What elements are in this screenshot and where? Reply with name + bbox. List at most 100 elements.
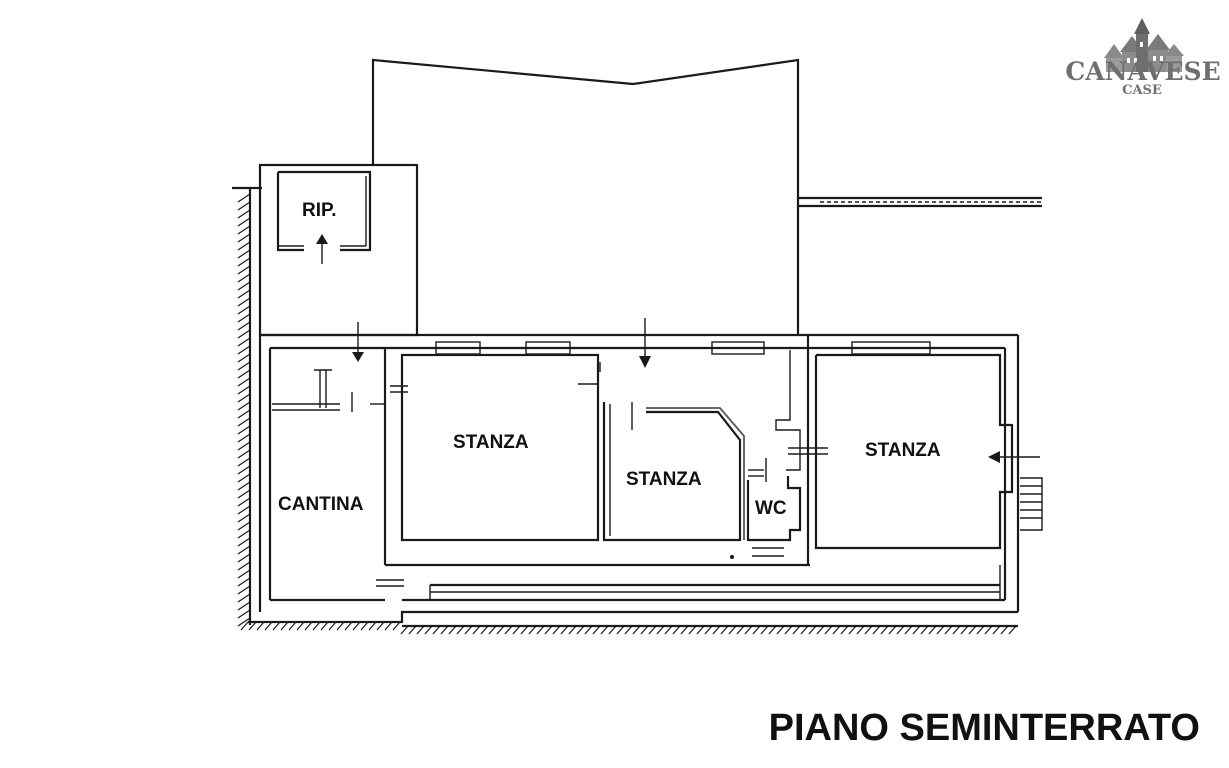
earth-hatch-mark [704, 625, 713, 635]
earth-hatch-mark [272, 621, 281, 631]
earth-hatch-mark [752, 625, 761, 635]
earth-hatch-mark [237, 193, 251, 203]
earth-hatch-mark [472, 625, 481, 635]
earth-hatch-mark [237, 609, 251, 619]
houses-icon [1104, 18, 1184, 72]
earth-hatch-mark [680, 625, 689, 635]
earth-hatch-mark [240, 621, 249, 631]
earth-hatch-mark [568, 625, 577, 635]
earth-hatch-mark [560, 625, 569, 635]
earth-hatch-mark [237, 289, 251, 299]
earth-hatch-mark [736, 625, 745, 635]
earth-hatch-mark [237, 233, 251, 243]
earth-hatch-mark [896, 625, 905, 635]
earth-hatch-mark [237, 337, 251, 347]
earth-hatch-mark [336, 621, 345, 631]
earth-hatch-mark [584, 625, 593, 635]
earth-hatch-mark [616, 625, 625, 635]
earth-hatch-mark [720, 625, 729, 635]
cantina-room [272, 322, 810, 587]
earth-hatch-mark [1000, 625, 1009, 635]
earth-hatch-mark [264, 621, 273, 631]
earth-hatch-mark [237, 529, 251, 539]
earth-hatch-mark [237, 585, 251, 595]
earth-hatch-mark [328, 621, 337, 631]
earth-hatch-mark [237, 225, 251, 235]
earth-hatch-mark [928, 625, 937, 635]
earth-hatch-mark [792, 625, 801, 635]
earth-hatch-mark [984, 625, 993, 635]
earth-hatch-mark [237, 545, 251, 555]
earth-hatch-mark [504, 625, 513, 635]
earth-hatch-mark [864, 625, 873, 635]
earth-hatch-mark [488, 625, 497, 635]
earth-hatch-mark [237, 441, 251, 451]
earth-hatch-mark [952, 625, 961, 635]
earth-hatch-mark [237, 297, 251, 307]
stanza-middle-room [599, 318, 765, 542]
room-label-cantina: CANTINA [278, 494, 364, 515]
earth-hatch-mark [816, 625, 825, 635]
earth-hatch-mark [237, 241, 251, 251]
earth-hatch-mark [312, 621, 321, 631]
brand-logo: CANAVESE CASE [1065, 18, 1221, 98]
earth-hatch-mark [688, 625, 697, 635]
earth-hatch-mark [237, 377, 251, 387]
stanza-right-room [788, 335, 1043, 565]
earth-hatch-mark [237, 593, 251, 603]
earth-hatch-mark [936, 625, 945, 635]
earth-hatch-mark [237, 473, 251, 483]
earth-hatch-mark [237, 553, 251, 563]
earth-hatch-mark [288, 621, 297, 631]
earth-hatch-mark [520, 625, 529, 635]
earth-hatch-mark [237, 449, 251, 459]
earth-hatch-mark [432, 625, 441, 635]
earth-hatch-mark [237, 433, 251, 443]
earth-hatch-mark [776, 625, 785, 635]
earth-hatch-mark [237, 345, 251, 355]
earth-hatch-mark [664, 625, 673, 635]
earth-hatch-mark [237, 201, 251, 211]
earth-hatch-mark [904, 625, 913, 635]
earth-hatch-mark [237, 457, 251, 467]
earth-hatch-mark [840, 625, 849, 635]
earth-hatch-mark [237, 577, 251, 587]
earth-hatch-mark [280, 621, 289, 631]
earth-hatch-mark [544, 625, 553, 635]
earth-hatch-mark [648, 625, 657, 635]
earth-hatch-mark [760, 625, 769, 635]
main-building [248, 333, 1020, 624]
earth-hatch-mark [512, 625, 521, 635]
earth-hatch-mark [496, 625, 505, 635]
room-label-stanza-left: STANZA [453, 432, 529, 453]
earth-hatch-mark [237, 601, 251, 611]
earth-hatch-mark [968, 625, 977, 635]
earth-hatch-mark [856, 625, 865, 635]
earth-hatch-mark [536, 625, 545, 635]
earth-hatch-mark [448, 625, 457, 635]
earth-hatch-mark [237, 505, 251, 515]
earth-hatch-mark [296, 621, 305, 631]
earth-hatch-mark [528, 625, 537, 635]
south-earth-hatch [240, 621, 1018, 635]
earth-hatch-mark [624, 625, 633, 635]
earth-hatch-mark [237, 321, 251, 331]
earth-hatch-mark [832, 625, 841, 635]
earth-hatch-mark [237, 513, 251, 523]
earth-hatch-mark [880, 625, 889, 635]
room-label-stanza-right: STANZA [865, 440, 941, 461]
earth-hatch-mark [392, 621, 401, 631]
earth-hatch-mark [237, 465, 251, 475]
earth-hatch-mark [320, 621, 329, 631]
earth-hatch-mark [237, 481, 251, 491]
earth-hatch-mark [632, 625, 641, 635]
earth-hatch-mark [808, 625, 817, 635]
earth-hatch-mark [237, 313, 251, 323]
earth-hatch-mark [848, 625, 857, 635]
earth-hatch-mark [237, 393, 251, 403]
earth-hatch-mark [728, 625, 737, 635]
earth-hatch-mark [400, 625, 409, 635]
earth-hatch-mark [256, 621, 265, 631]
earth-hatch-mark [992, 625, 1001, 635]
earth-hatch-mark [456, 625, 465, 635]
